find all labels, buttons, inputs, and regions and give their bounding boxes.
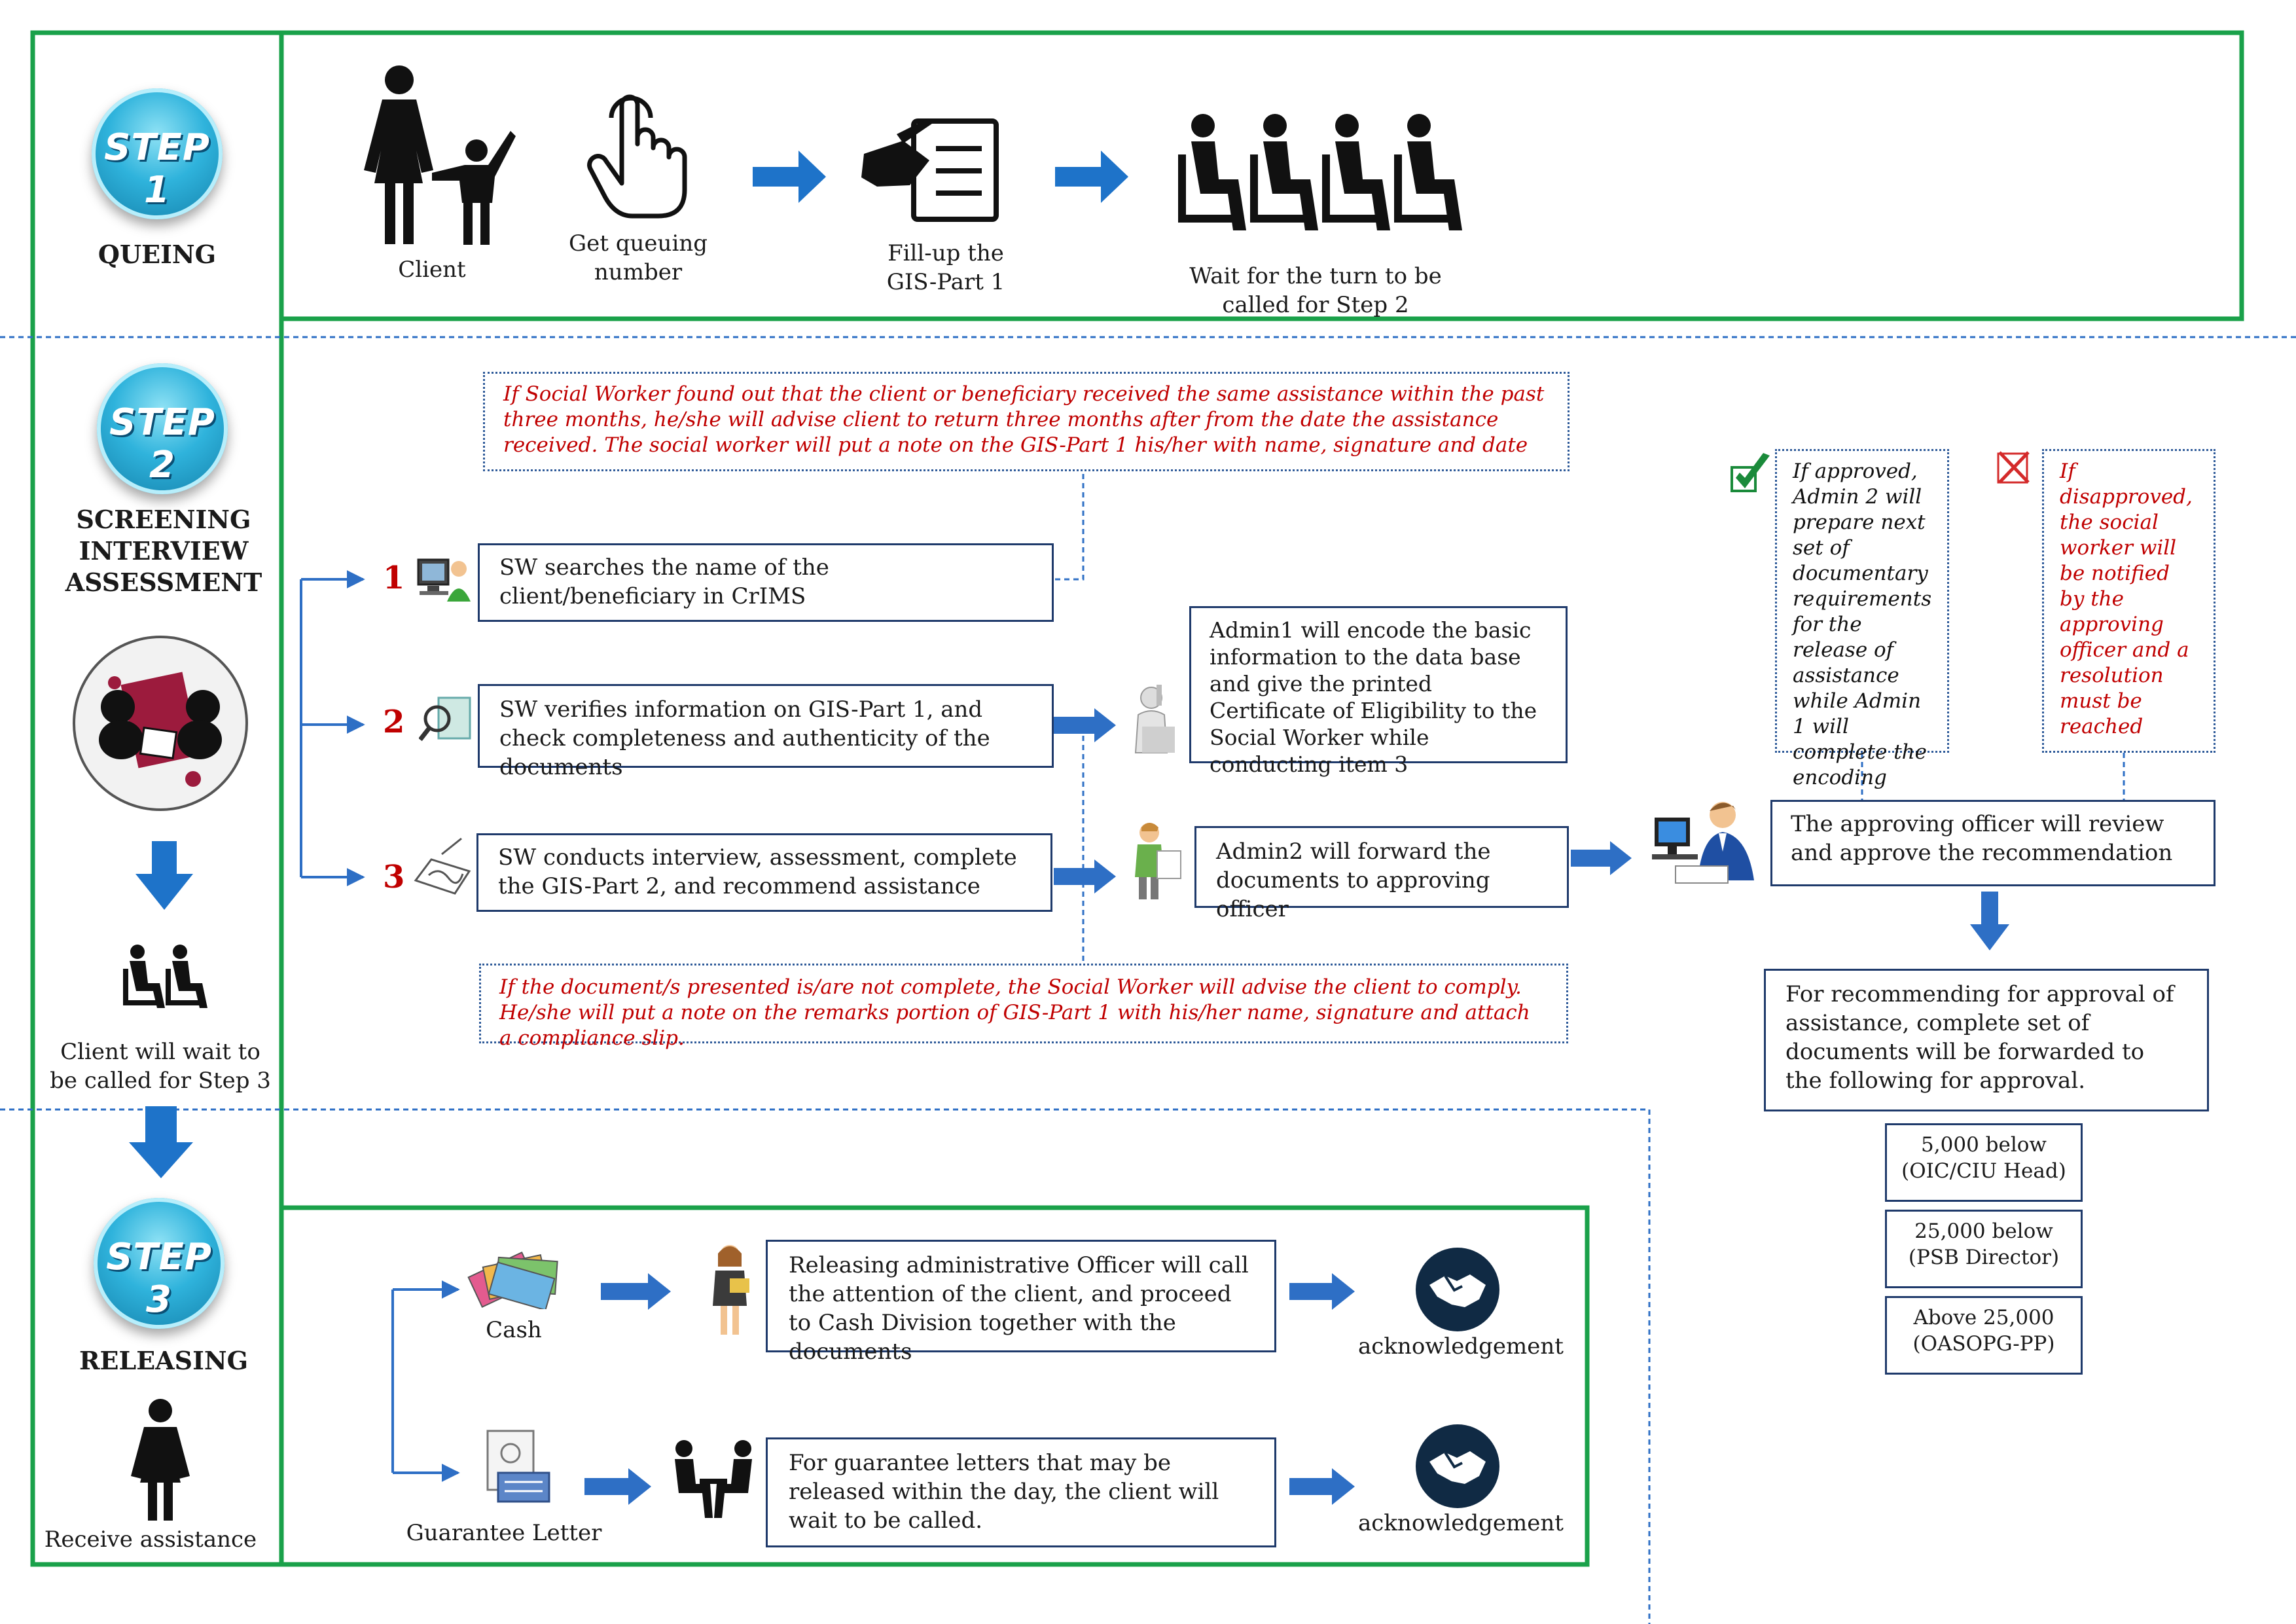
arrow-down-step3: [129, 1106, 193, 1178]
arrow-approve-down: [1970, 892, 2009, 950]
recommending-box: For recommending for approval of assista…: [1764, 969, 2209, 1111]
step3-title: RELEASING: [79, 1346, 249, 1375]
step1-frame: [279, 30, 2244, 321]
amount-box-3: Above 25,000 (OASOPG-PP): [1885, 1296, 2083, 1375]
step2-item-3-box: SW conducts interview, assessment, compl…: [476, 833, 1052, 912]
arrow-step1-b: [1055, 151, 1128, 203]
amount-2-approver: (PSB Director): [1908, 1246, 2060, 1269]
arrow-item3-admin2: [1054, 859, 1116, 893]
arrow-cash-officer: [601, 1273, 671, 1310]
admin1-icon: [1134, 685, 1175, 753]
arrow-gl-people: [584, 1468, 651, 1505]
interview-icon: [73, 636, 248, 811]
client-label: Client: [398, 257, 466, 283]
admin2-icon: [1135, 823, 1181, 899]
guarantee-release-box: For guarantee letters that may be releas…: [766, 1437, 1276, 1547]
cash-label: Cash: [486, 1317, 542, 1343]
admin2-box: Admin2 will forward the documents to app…: [1194, 826, 1569, 922]
amount-1-approver: (OIC/CIU Head): [1901, 1159, 2066, 1183]
arrow-item2-admin1: [1054, 708, 1116, 742]
approved-note: If approved, Admin 2 will prepare next s…: [1775, 449, 1949, 789]
client-icon: [364, 65, 516, 245]
receive-assistance-label: Receive assistance: [44, 1526, 257, 1553]
approving-officer-icon: [1652, 802, 1754, 884]
cross-icon: [1997, 451, 2030, 484]
bracket-step2: [300, 578, 363, 878]
note-incomplete-documents: If the document/s presented is/are not c…: [479, 964, 1568, 1050]
arrow-cash-ack: [1289, 1273, 1355, 1310]
arrow-gl-ack: [1289, 1468, 1355, 1505]
fill-form-icon: [861, 118, 999, 222]
step3-frame: [279, 1205, 1590, 1567]
arrow-step1-a: [753, 151, 826, 203]
releasing-officer-icon: [713, 1245, 749, 1335]
wait-step2-label: Wait for the turn to be called for Step …: [1189, 263, 1442, 318]
hand-tap-icon: [587, 94, 687, 219]
step2-title: SCREENING INTERVIEW ASSESSMENT: [65, 505, 262, 597]
step1-badge: STEP 1: [92, 88, 223, 219]
cash-icon: [467, 1251, 558, 1309]
amount-3-range: Above 25,000: [1913, 1306, 2054, 1329]
step2-badge: STEP 2: [97, 363, 228, 494]
item-number-3: 3: [383, 859, 405, 895]
step2-item-1-box: SW searches the name of the client/benef…: [478, 543, 1054, 622]
amount-3-approver: (OASOPG-PP): [1912, 1332, 2055, 1356]
item-number-2: 2: [383, 704, 405, 740]
meeting-people-icon: [675, 1440, 752, 1518]
arrow-down-step2: [135, 841, 193, 910]
woman-icon: [131, 1399, 190, 1521]
guarantee-label: Guarantee Letter: [406, 1520, 602, 1546]
handshake-icon-guarantee: [1416, 1424, 1499, 1508]
ack-label-cash: acknowledgement: [1358, 1333, 1564, 1360]
magnifier-doc-icon: [419, 696, 471, 742]
step2-item-2-box: SW verifies information on GIS-Part 1, a…: [478, 684, 1054, 780]
admin1-box: Admin1 will encode the basic information…: [1189, 606, 1568, 777]
dashed-note-top: [1055, 473, 1085, 581]
cash-release-box: Releasing administrative Officer will ca…: [766, 1240, 1276, 1365]
ack-label-guarantee: acknowledgement: [1358, 1510, 1564, 1536]
step2-wait-label: Client will wait to be called for Step 3: [50, 1039, 271, 1094]
amount-box-2: 25,000 below (PSB Director): [1885, 1210, 2083, 1288]
amount-2-range: 25,000 below: [1914, 1219, 2053, 1243]
disapproved-note: If disapproved, the social worker will b…: [2042, 449, 2215, 753]
step3-badge: STEP 3: [94, 1198, 224, 1329]
computer-user-icon: [417, 558, 471, 602]
fill-label: Fill-up the GIS-Part 1: [886, 240, 1005, 295]
note-repeat-assistance: If Social Worker found out that the clie…: [483, 372, 1570, 471]
left-column-frame: [30, 30, 284, 1567]
approving-officer-box: The approving officer will review and ap…: [1770, 800, 2215, 886]
waiting-row-icon: [1178, 114, 1462, 230]
amount-1-range: 5,000 below: [1921, 1133, 2047, 1157]
item-number-1: 1: [383, 560, 405, 596]
waiting-people-icon: [123, 945, 207, 1008]
step1-title: QUEING: [98, 240, 217, 269]
queue-label: Get queuing number: [569, 230, 708, 285]
amount-box-1: 5,000 below (OIC/CIU Head): [1885, 1123, 2083, 1202]
signing-icon: [414, 837, 471, 895]
check-icon: [1731, 453, 1770, 492]
handshake-icon-cash: [1416, 1248, 1499, 1331]
guarantee-letter-icon: [486, 1430, 550, 1503]
arrow-admin2-officer: [1571, 841, 1632, 875]
